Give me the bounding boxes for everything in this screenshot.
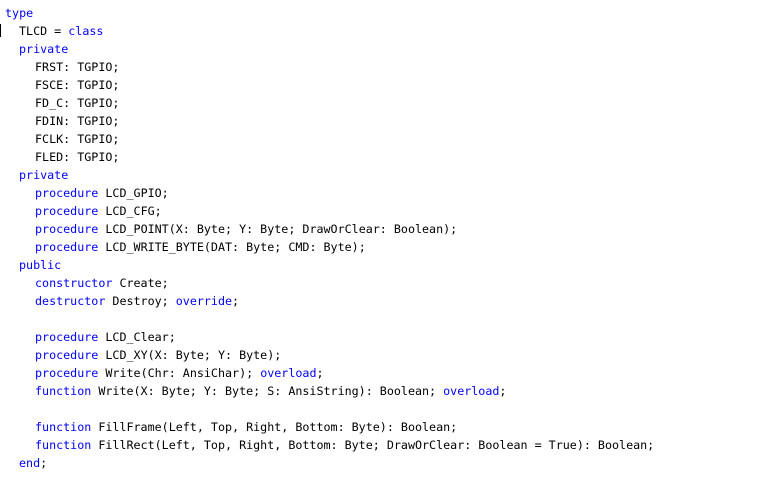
code-token: Write(Chr: AnsiChar); [98, 366, 261, 380]
code-token: FillFrame(Left, Top, Right, Bottom: Byte… [91, 420, 458, 434]
code-line[interactable]: procedure LCD_CFG; [0, 202, 654, 220]
code-line[interactable]: procedure LCD_POINT(X: Byte; Y: Byte; Dr… [0, 220, 654, 238]
keyword-token: procedure [35, 222, 99, 236]
code-token: FD_C: TGPIO; [35, 96, 120, 110]
code-line[interactable]: FSCE: TGPIO; [0, 76, 654, 94]
code-token: LCD_GPIO; [98, 186, 169, 200]
code-line[interactable]: FCLK: TGPIO; [0, 130, 654, 148]
code-token: FillRect(Left, Top, Right, Bottom: Byte;… [91, 438, 655, 452]
code-line[interactable]: procedure Write(Chr: AnsiChar); overload… [0, 364, 654, 382]
code-token: Create; [112, 276, 169, 290]
keyword-token: public [19, 258, 62, 272]
code-line[interactable]: destructor Destroy; override; [0, 292, 654, 310]
keyword-token: procedure [35, 330, 99, 344]
code-token: ; [499, 384, 507, 398]
code-line[interactable]: end; [0, 454, 654, 472]
keyword-token: type [5, 6, 34, 20]
code-token: FDIN: TGPIO; [35, 114, 120, 128]
keyword-token: function [35, 384, 92, 398]
code-token: Destroy; [105, 294, 176, 308]
code-token: LCD_CFG; [98, 204, 162, 218]
keyword-token: override [175, 294, 233, 308]
code-line[interactable]: procedure LCD_GPIO; [0, 184, 654, 202]
keyword-token: procedure [35, 204, 99, 218]
keyword-token: overload [443, 384, 500, 398]
keyword-token: constructor [35, 276, 113, 290]
code-token: ; [316, 366, 324, 380]
code-token: Write(X: Byte; Y: Byte; S: AnsiString): … [91, 384, 444, 398]
code-token: FSCE: TGPIO; [35, 78, 120, 92]
code-token: FCLK: TGPIO; [35, 132, 120, 146]
code-line[interactable]: FRST: TGPIO; [0, 58, 654, 76]
code-line[interactable]: private [0, 166, 654, 184]
code-token: FLED: TGPIO; [35, 150, 120, 164]
code-line[interactable]: FLED: TGPIO; [0, 148, 654, 166]
code-token: TLCD = [19, 24, 69, 38]
keyword-token: function [35, 420, 92, 434]
code-line[interactable]: procedure LCD_XY(X: Byte; Y: Byte); [0, 346, 654, 364]
keyword-token: procedure [35, 186, 99, 200]
code-token: LCD_XY(X: Byte; Y: Byte); [98, 348, 282, 362]
code-token: ; [232, 294, 240, 308]
code-line[interactable]: constructor Create; [0, 274, 654, 292]
keyword-token: class [68, 24, 104, 38]
code-line[interactable] [0, 400, 654, 418]
code-line[interactable]: function FillFrame(Left, Top, Right, Bot… [0, 418, 654, 436]
code-line[interactable]: public [0, 256, 654, 274]
keyword-token: procedure [35, 348, 99, 362]
text-cursor [0, 24, 1, 37]
code-line[interactable]: function FillRect(Left, Top, Right, Bott… [0, 436, 654, 454]
code-line[interactable]: TLCD = class [0, 22, 654, 40]
keyword-token: procedure [35, 240, 99, 254]
keyword-token: private [19, 42, 69, 56]
code-line[interactable]: procedure LCD_Clear; [0, 328, 654, 346]
keyword-token: end [19, 456, 41, 470]
code-line[interactable]: FD_C: TGPIO; [0, 94, 654, 112]
code-line[interactable]: FDIN: TGPIO; [0, 112, 654, 130]
code-token: LCD_POINT(X: Byte; Y: Byte; DrawOrClear:… [98, 222, 458, 236]
code-token: LCD_Clear; [98, 330, 176, 344]
code-line[interactable]: procedure LCD_WRITE_BYTE(DAT: Byte; CMD:… [0, 238, 654, 256]
code-line[interactable] [0, 310, 654, 328]
code-line[interactable]: function Write(X: Byte; Y: Byte; S: Ansi… [0, 382, 654, 400]
code-token: ; [40, 456, 48, 470]
keyword-token: function [35, 438, 92, 452]
keyword-token: private [19, 168, 69, 182]
keyword-token: procedure [35, 366, 99, 380]
code-token: FRST: TGPIO; [35, 60, 120, 74]
keyword-token: destructor [35, 294, 106, 308]
code-line[interactable]: type [0, 4, 654, 22]
code-token: LCD_WRITE_BYTE(DAT: Byte; CMD: Byte); [98, 240, 366, 254]
keyword-token: overload [260, 366, 317, 380]
code-line[interactable]: private [0, 40, 654, 58]
